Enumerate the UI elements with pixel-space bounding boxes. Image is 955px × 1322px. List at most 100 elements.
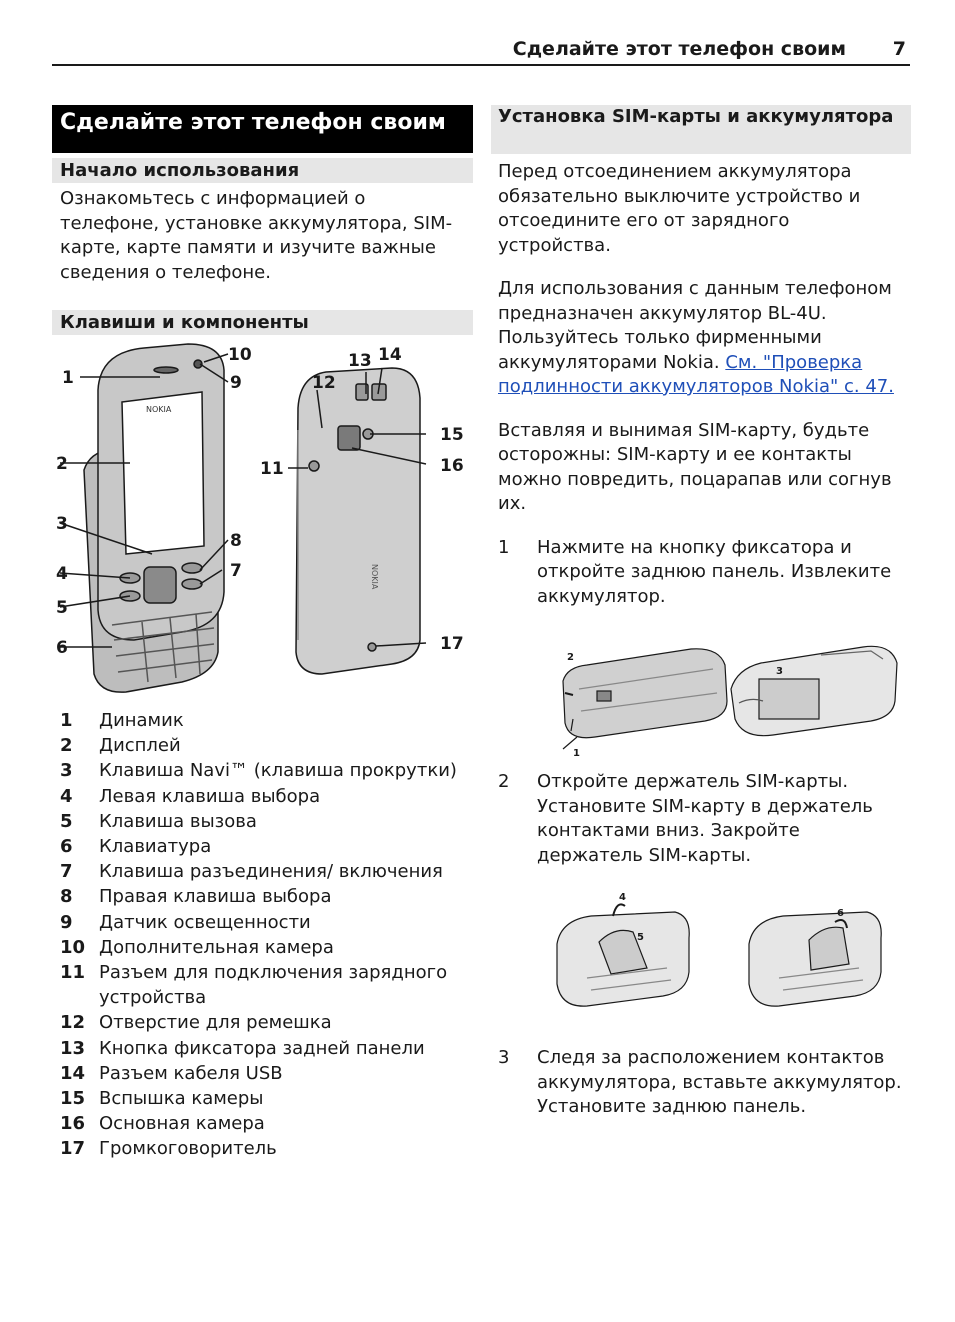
list-item: 5 Клавиша вызова [52,809,473,834]
item-label: Основная камера [99,1113,265,1135]
getting-started-heading: Начало использования [52,158,473,183]
item-label: Правая клавиша выбора [99,886,332,908]
battery-removal-svg: 2 1 3 [562,645,898,759]
battery-auth-link[interactable]: См. "Проверка подлинности аккумуляторов … [498,351,894,398]
callout-7: 7 [230,561,242,581]
callout-14: 14 [378,345,402,365]
list-item: 3 Клавиша Navi™ (клавиша прокрутки) [52,758,473,783]
battery-model-text: Для использования с данным телефоном пре… [491,277,911,400]
sim-insert-illustration: 4 5 6 [491,882,911,1032]
callout-6: 6 [56,638,68,658]
list-item: 11 Разъем для подключения зарядного устро… [52,960,473,1010]
battery-model-sentence: Для использования с данным телефоном пре… [498,278,892,373]
item-number: 7 [60,861,73,883]
front-brand-text: NOKIA [146,405,172,414]
callout-17: 17 [440,634,464,654]
list-item: 15 Вспышка камеры [52,1086,473,1111]
battery-removal-illustration: 2 1 3 [491,619,911,759]
item-label: Громкоговоритель [99,1138,277,1160]
sim-insert-svg: 4 5 6 [556,892,882,1007]
illus2-callout-4: 4 [619,892,626,903]
item-label: Дисплей [99,735,181,757]
list-item: 4 Левая клавиша выбора [52,784,473,809]
step-number: 3 [498,1047,510,1068]
step-text: Откройте держатель SIM-карты. Установите… [537,771,873,866]
back-brand-text: NOKIA [370,564,379,590]
item-number: 15 [60,1088,86,1110]
callout-3: 3 [56,514,68,534]
item-label: Левая клавиша выбора [99,785,321,807]
item-label: Разъем кабеля USB [99,1062,283,1084]
item-number: 6 [60,836,73,858]
callout-11: 11 [260,459,284,479]
item-label: Кнопка фиксатора задней панели [99,1037,425,1059]
list-item: 2 Дисплей [52,733,473,758]
item-number: 10 [60,936,86,958]
battery-warning-text: Перед отсоединением аккумулятора обязате… [498,161,861,256]
callout-13: 13 [348,351,372,371]
item-label: Датчик освещенности [99,911,311,933]
illus1-callout-3: 3 [776,666,783,677]
phone-diagram-svg: NOKIA NOKIA 1 2 3 4 5 6 7 8 9 10 11 12 1… [56,343,464,693]
callout-4: 4 [56,564,68,584]
callout-12: 12 [312,373,336,393]
sim-install-heading: Установка SIM-карты и аккумулятора [491,105,911,154]
callout-9: 9 [230,373,242,393]
item-label: Дополнительная камера [99,936,334,958]
item-label: Отверстие для ремешка [99,1012,332,1034]
item-number: 3 [60,760,73,782]
step-text: Нажмите на кнопку фиксатора и откройте з… [537,536,892,607]
item-number: 8 [60,886,73,908]
callout-15: 15 [440,425,464,445]
illus1-callout-2: 2 [567,652,574,663]
list-item: 13 Кнопка фиксатора задней панели [52,1036,473,1061]
list-item: 16 Основная камера [52,1111,473,1136]
step-1: 1 Нажмите на кнопку фиксатора и откройте… [491,536,911,610]
list-item: 1 Динамик [52,708,473,733]
item-label: Клавиша вызова [99,810,257,832]
item-number: 11 [60,962,86,984]
item-label: Клавиатура [99,836,212,858]
callout-2: 2 [56,454,68,474]
callout-16: 16 [440,456,464,476]
running-header-title: Сделайте этот телефон своим [512,38,846,60]
list-item: 10 Дополнительная камера [52,935,473,960]
item-number: 13 [60,1037,86,1059]
section-title: Сделайте этот телефон своим [52,105,473,153]
illus1-callout-1: 1 [573,748,580,759]
left-column: Сделайте этот телефон своим Начало испол… [52,105,473,1162]
item-number: 2 [60,735,73,757]
page-number: 7 [892,38,906,60]
right-column: Установка SIM-карты и аккумулятора Перед… [491,105,911,1120]
item-label: Клавиша Navi™ (клавиша прокрутки) [99,760,457,782]
keys-heading: Клавиши и компоненты [52,310,473,335]
list-item: 9 Датчик освещенности [52,910,473,935]
callout-5: 5 [56,598,68,618]
item-number: 4 [60,785,73,807]
step-text: Следя за расположением контактов аккумул… [537,1047,902,1117]
step-number: 2 [498,771,510,792]
item-label: Динамик [99,710,184,731]
item-number: 17 [60,1138,86,1160]
getting-started-text: Ознакомьтесь с информацией о телефоне, у… [60,188,453,283]
callout-10: 10 [228,345,252,365]
item-label: Разъем для подключения зарядного устройс… [99,962,448,1009]
illus2-callout-5: 5 [637,932,644,943]
components-list: 1 Динамик 2 Дисплей 3 Клавиша Navi™ (клавиш… [52,708,473,1162]
item-number: 16 [60,1113,86,1135]
list-item: 12 Отверстие для ремешка [52,1010,473,1035]
item-number: 1 [60,710,73,731]
item-number: 5 [60,810,73,832]
item-number: 9 [60,911,73,933]
step-number: 1 [498,536,510,558]
illus2-callout-6: 6 [837,908,844,919]
page-header: Сделайте этот телефон своим 7 [52,36,910,66]
list-item: 8 Правая клавиша выбора [52,884,473,909]
list-item: 6 Клавиатура [52,834,473,859]
item-label: Вспышка камеры [99,1088,264,1110]
step-3: 3 Следя за расположением контактов аккум… [491,1046,911,1120]
item-number: 12 [60,1012,86,1034]
item-label: Клавиша разъединения/ включения [99,861,443,883]
sim-caution-text: Вставляя и вынимая SIM-карту, будьте ост… [498,419,892,515]
